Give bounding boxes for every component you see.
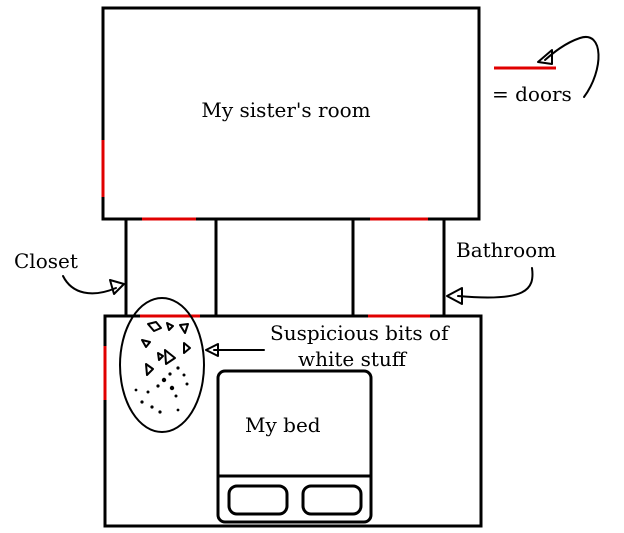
closet-arrowhead-icon: [109, 279, 125, 295]
sisters-room-outline: [101, 6, 481, 221]
bathroom-arrowhead-icon: [446, 287, 463, 305]
closet-arrow-curve: [62, 275, 117, 295]
white-stuff-bits: [134, 321, 191, 414]
suspicious-label-line1: Suspicious bits of: [270, 321, 450, 345]
closet-label: Closet: [14, 249, 78, 273]
suspicious-label-line2: white stuff: [298, 347, 408, 371]
my-room-outline: [103, 314, 483, 528]
bathroom-arrow-curve: [457, 267, 534, 299]
legend-arrow-curve: [544, 35, 600, 98]
legend-arrowhead-icon: [537, 49, 553, 65]
sisters-room-label: My sister's room: [201, 98, 370, 122]
bathroom-label: Bathroom: [456, 238, 556, 262]
legend-doors-label: = doors: [492, 82, 572, 106]
suspicious-arrowhead-icon: [205, 343, 219, 357]
suspicious-area-ellipse: [119, 297, 205, 433]
bed-pillow-right: [301, 484, 363, 516]
bed-frame: [216, 369, 373, 524]
bed-pillow-left: [227, 484, 289, 516]
my-bed-label: My bed: [245, 413, 321, 437]
